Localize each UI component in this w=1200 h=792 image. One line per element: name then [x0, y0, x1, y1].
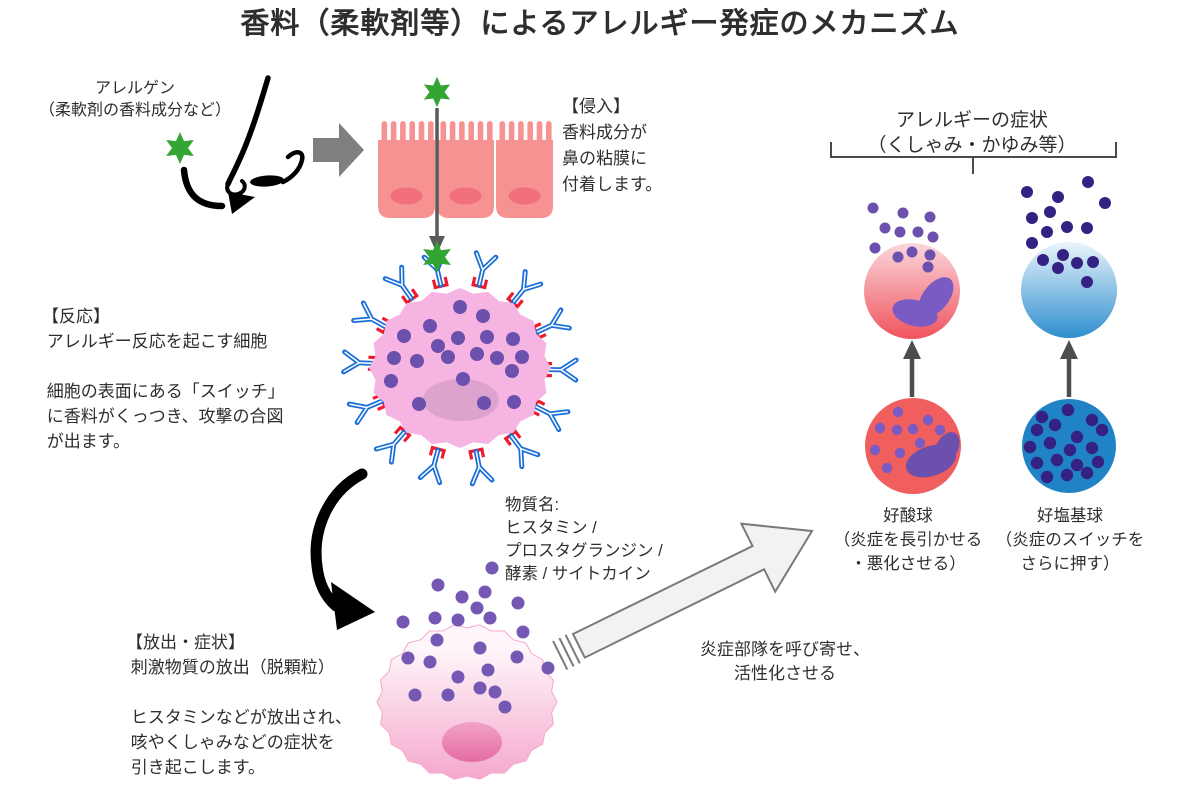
eosinophil-label: 好酸球 （炎症を長引かせる ・悪化させる） — [833, 507, 983, 573]
inhale-arrow-icon — [180, 166, 255, 214]
eosinophil-cell — [865, 398, 961, 494]
reaction-step-text: 【反応】 アレルギー反応を起こす細胞 細胞の表面にある「スイッチ」 に香料がくっ… — [42, 307, 285, 451]
invasion-step-text: 【侵入】 香料成分が 鼻の粘膜に 付着します。 — [562, 97, 663, 194]
symptoms-header: アレルギーの症状 （くしゃみ・かゆみ等） — [867, 110, 1077, 156]
basophil-cell — [1022, 399, 1116, 493]
allergen-star-icon — [166, 132, 194, 164]
mast-cell — [344, 253, 577, 484]
mucosa-star-icon — [423, 76, 451, 108]
activated-basophil-cell — [1021, 176, 1117, 338]
release-arrow-icon — [310, 468, 375, 630]
flow-arrow-icon — [313, 123, 364, 177]
recruit-note: 炎症部隊を呼び寄せ、 活性化させる — [700, 640, 870, 683]
eosinophil-up-arrow-icon — [903, 340, 921, 397]
basophil-label: 好塩基球 （炎症のスイッチを さらに押す） — [995, 507, 1145, 573]
activated-eosinophil-cell — [864, 202, 960, 339]
basophil-up-arrow-icon — [1060, 340, 1078, 397]
nose-icon — [225, 75, 305, 197]
page-title: 香料（柔軟剤等）によるアレルギー発症のメカニズム — [240, 8, 960, 40]
symptoms-bracket — [830, 142, 1117, 174]
release-step-text: 【放出・症状】 刺激物質の放出（脱顆粒） ヒスタミンなどが放出され、 咳やくしゃ… — [126, 633, 352, 777]
nasal-mucosa-cells — [378, 121, 553, 218]
allergen-label: アレルゲン （柔軟剤の香料成分など） — [38, 80, 231, 119]
substances-list: 物質名: ヒスタミン / プロスタグランジン / 酵素 / サイトカイン — [505, 496, 663, 583]
degranulating-cell — [376, 561, 558, 780]
recruit-arrow-icon — [552, 522, 814, 671]
